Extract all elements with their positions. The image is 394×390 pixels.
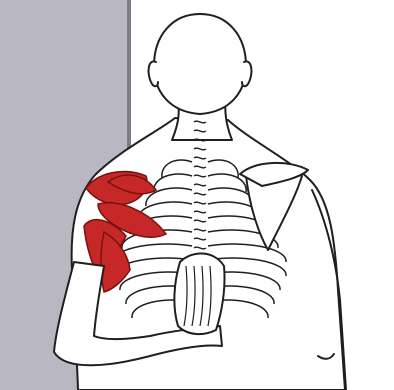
head-outline: [154, 14, 246, 114]
hands: [174, 253, 224, 334]
